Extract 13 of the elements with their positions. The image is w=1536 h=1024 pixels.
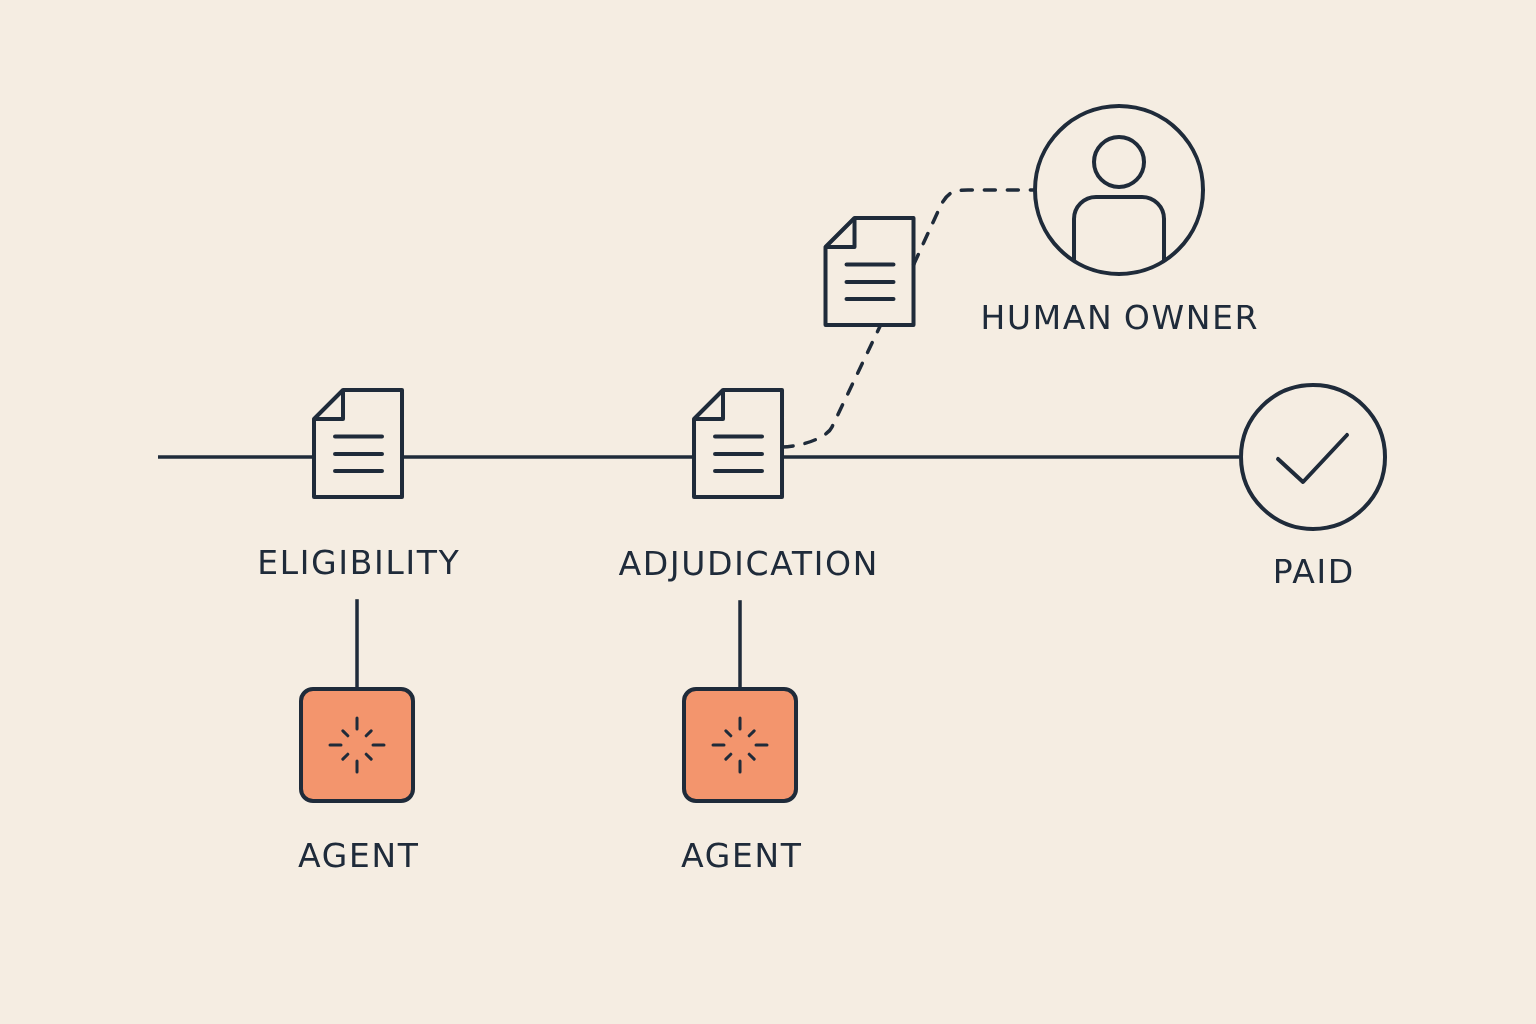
node-label: AGENT: [681, 842, 801, 868]
document-icon: [823, 216, 916, 327]
node-label: HUMAN OWNER: [983, 304, 1257, 330]
connector-line: [355, 599, 359, 687]
node-label: AGENT: [298, 842, 418, 868]
node-label: ADJUDICATION: [618, 550, 875, 582]
connector-line: [738, 600, 742, 687]
node-label: PAID: [1276, 558, 1352, 583]
connector-line: [402, 455, 694, 459]
connector-line: [782, 455, 1239, 459]
dashed-connector: [911, 188, 1035, 267]
node-label: ELIGIBILITY: [260, 549, 459, 575]
connector-line: [158, 455, 314, 459]
